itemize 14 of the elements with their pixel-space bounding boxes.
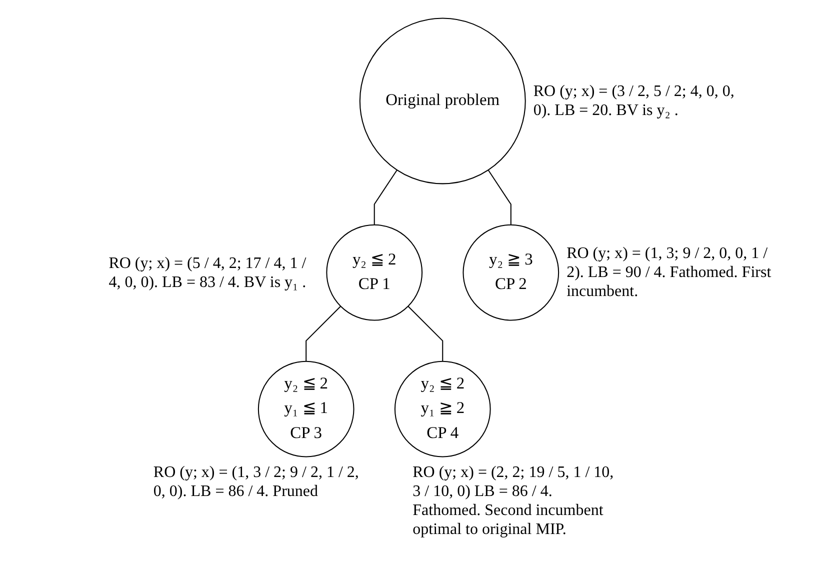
annotation-text: RO (y; x) = (1, 3 / 2; 9 / 2, 1 / 2, 0, 0). LB = 86 / 4. Pruned — [153, 462, 360, 501]
node-circle: y₂ ≧ 3 CP 2 — [462, 224, 560, 321]
connector — [306, 306, 342, 362]
annotation-text: RO (y; x) = (5 / 4, 2; 17 / 4, 1 / 4, 0, 0). LB = 83 / 4. BV is y₁ . — [108, 254, 308, 292]
node-circle: y₂ ≦ 2 y₁ ≦ 1 CP 3 — [258, 360, 354, 458]
node-circle: y₂ ≦ 2 CP 1 — [326, 224, 423, 321]
connector — [374, 170, 398, 225]
connector — [488, 170, 512, 225]
node-circle: Original problem — [359, 18, 526, 184]
annotation-text: RO (y; x) = (1, 3; 9 / 2, 0, 0, 1 / 2). LB = 90 / 4. Fathomed. First incumbent. — [566, 244, 772, 302]
node-circle: y₂ ≦ 2 y₁ ≧ 2 CP 4 — [394, 360, 491, 458]
annotation-text: RO (y; x) = (2, 2; 19 / 5, 1 / 10, 3 / 10, 0) LB = 86 / 4. Fathomed. Second incumbent optimal to original MIP. — [412, 462, 615, 539]
annotation-text: RO (y; x) = (3 / 2, 5 / 2; 4, 0, 0, 0). LB = 20. BV is y₂ . — [533, 82, 736, 120]
connector — [408, 306, 444, 362]
